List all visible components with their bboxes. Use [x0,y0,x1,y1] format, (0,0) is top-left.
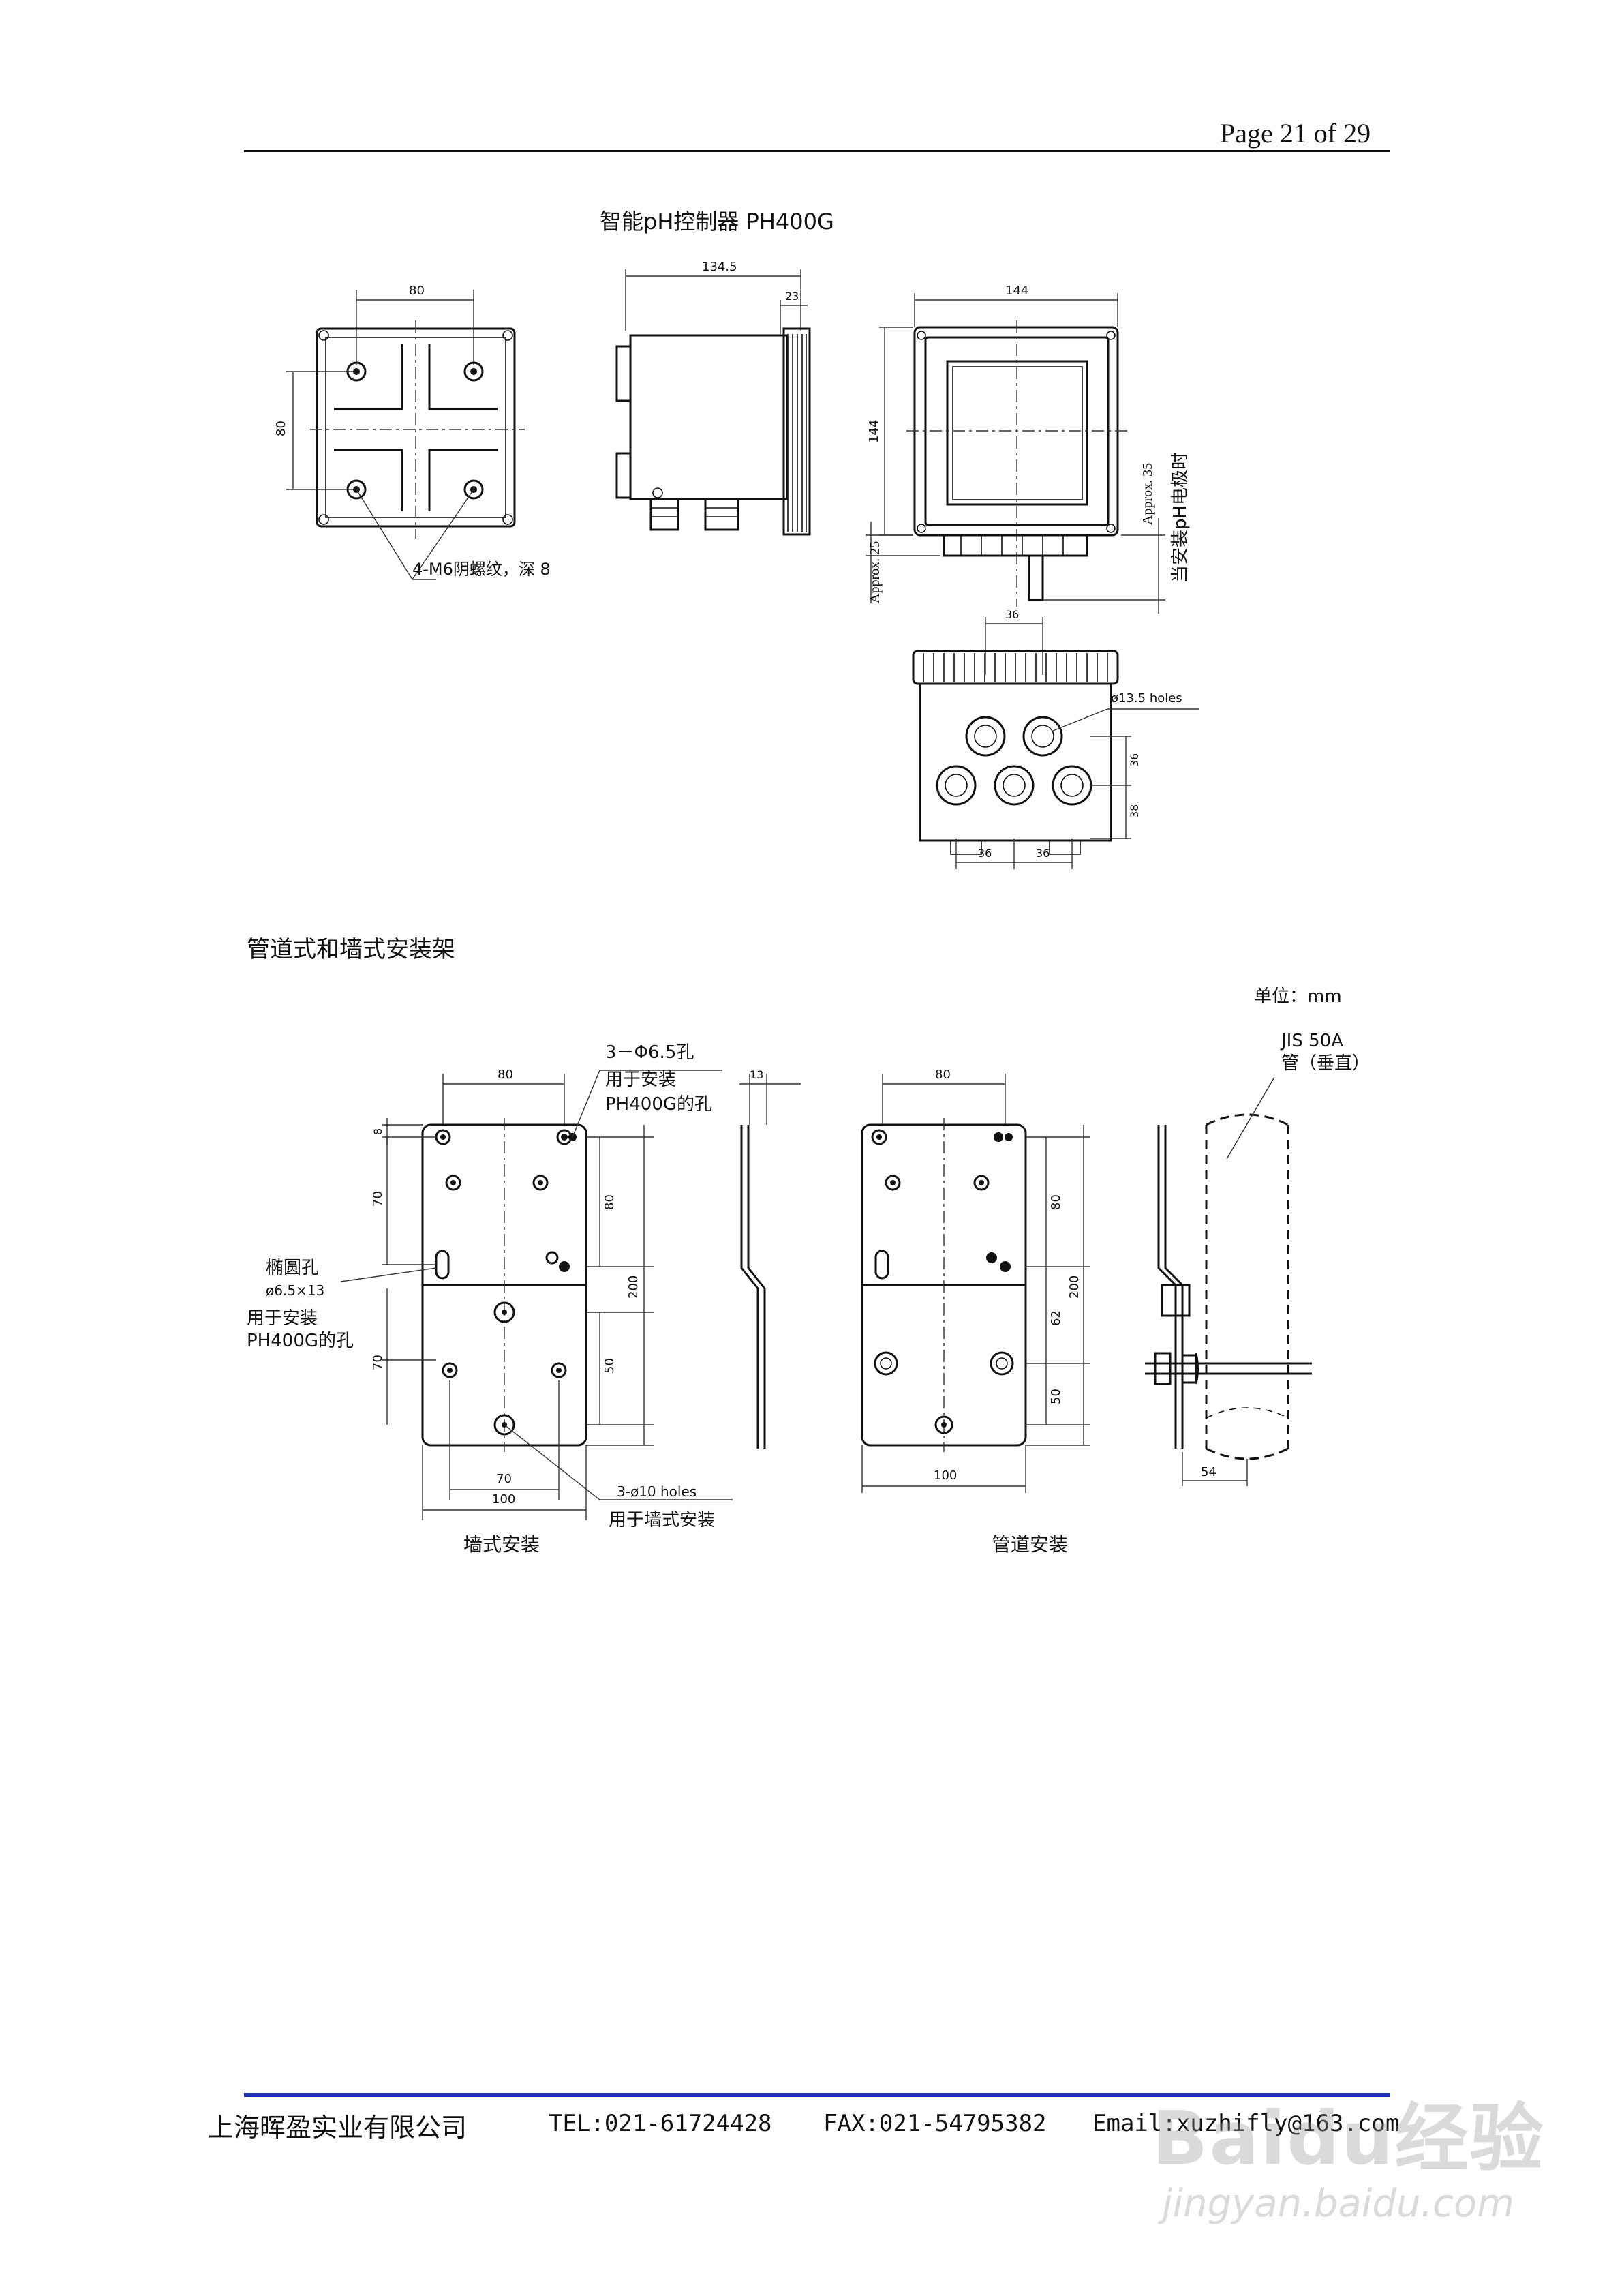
bottom-view: 36 ø13.5 holes 36 38 36 36 [912,608,1199,869]
wall-bottom-inner-dim: 70 [496,1472,512,1486]
wall-top-dim: 80 [498,1068,513,1082]
pipe-note-line1: JIS 50A [1280,1031,1343,1051]
footer-email: Email:xuzhifly@163.com [1092,2110,1400,2137]
figure1-title: 智能pH控制器 PH400G [600,209,834,235]
panel-view: 144 144 Approx. 25 Approx. 35 当安装pH电极时 [866,284,1191,614]
side-bezel-label: 23 [785,290,799,303]
front-height-label: 80 [274,421,288,436]
pipe-offset-dim: 54 [1201,1465,1216,1479]
bottom-right-lower: 38 [1128,804,1141,818]
side-view: 134.5 23 [615,260,811,536]
pipe-height-dim: 200 [1067,1275,1082,1299]
page-number: Page 21 of 29 [1220,118,1371,149]
wall-holes-note-line2: 用于墙式安装 [609,1510,715,1530]
oval-note-line3: 用于安装 [247,1308,318,1329]
wall-right-lower-dim: 50 [602,1358,617,1374]
pipe-right-upper-dim: 80 [1049,1194,1063,1210]
pipe-right-lower-dim: 50 [1049,1389,1063,1404]
panel-electrode-note: 当安装pH电极时 [1170,452,1191,583]
footer-rule [244,2093,1390,2097]
front-view: 80 80 4-M6阴螺纹，深 8 [274,284,551,580]
header-rule [244,150,1390,152]
panel-approx-left: Approx. 25 [868,541,883,603]
unit-label: 单位：mm [1254,986,1342,1007]
wall-bracket: 80 8 70 70 80 50 200 [247,1042,801,1556]
pipe-mount-label: 管道安装 [992,1533,1068,1556]
pipe-top-dim: 80 [935,1068,951,1082]
pipe-bottom-dim: 100 [934,1468,957,1483]
ph400g-drawing: 80 80 4-M6阴螺纹，深 8 134.5 23 [274,260,1199,869]
wall-right-upper-dim: 80 [602,1194,617,1210]
panel-approx-right: Approx. 35 [1140,463,1155,525]
front-thread-note: 4-M6阴螺纹，深 8 [412,560,551,579]
pipe-note-line2: 管（垂直） [1281,1053,1370,1074]
footer-company: 上海晖盈实业有限公司 [208,2113,468,2143]
wall-edge-dim: 8 [371,1128,384,1135]
holes-note-line3: PH400G的孔 [605,1094,712,1115]
bracket-drawing: 单位：mm 80 8 70 70 [247,986,1370,1556]
baidu-watermark-logo: Baidu经验 [1152,2096,1545,2181]
bottom-top-label: 36 [1005,608,1019,621]
bottom-left-dim: 36 [978,847,992,860]
wall-left-lower-dim: 70 [371,1355,385,1370]
wall-mount-label: 墙式安装 [463,1533,540,1556]
side-depth-label: 134.5 [702,260,737,274]
panel-width-label: 144 [1005,284,1028,298]
holes-note-line2: 用于安装 [605,1070,676,1090]
baidu-watermark-url: jingyan.baidu.com [1162,2181,1514,2226]
wall-bottom-outer-dim: 100 [492,1492,515,1507]
pipe-right-mid-dim: 62 [1049,1310,1063,1326]
holes-note-line1: 3－Φ6.5孔 [605,1042,694,1063]
wall-left-upper-dim: 70 [371,1191,385,1207]
footer-tel: TEL:021-61724428 [549,2110,772,2137]
oval-note-line1: 椭圆孔 [266,1258,319,1278]
bottom-holes-label: ø13.5 holes [1111,691,1182,706]
wall-height-dim: 200 [626,1275,641,1299]
footer-fax: FAX:021-54795382 [823,2110,1047,2137]
oval-note-line4: PH400G的孔 [247,1331,354,1351]
bottom-right-upper: 36 [1128,753,1141,767]
front-width-label: 80 [409,284,425,298]
oval-note-line2: ø6.5×13 [266,1282,324,1299]
wall-thick-dim: 13 [750,1068,763,1081]
bottom-right-dim: 36 [1036,847,1050,860]
pipe-bracket: 80 80 62 50 200 100 管道安装 [861,1031,1370,1556]
panel-height-label: 144 [867,420,881,443]
wall-holes-note-line1: 3-ø10 holes [617,1483,697,1500]
section-heading: 管道式和墙式安装架 [247,936,455,963]
